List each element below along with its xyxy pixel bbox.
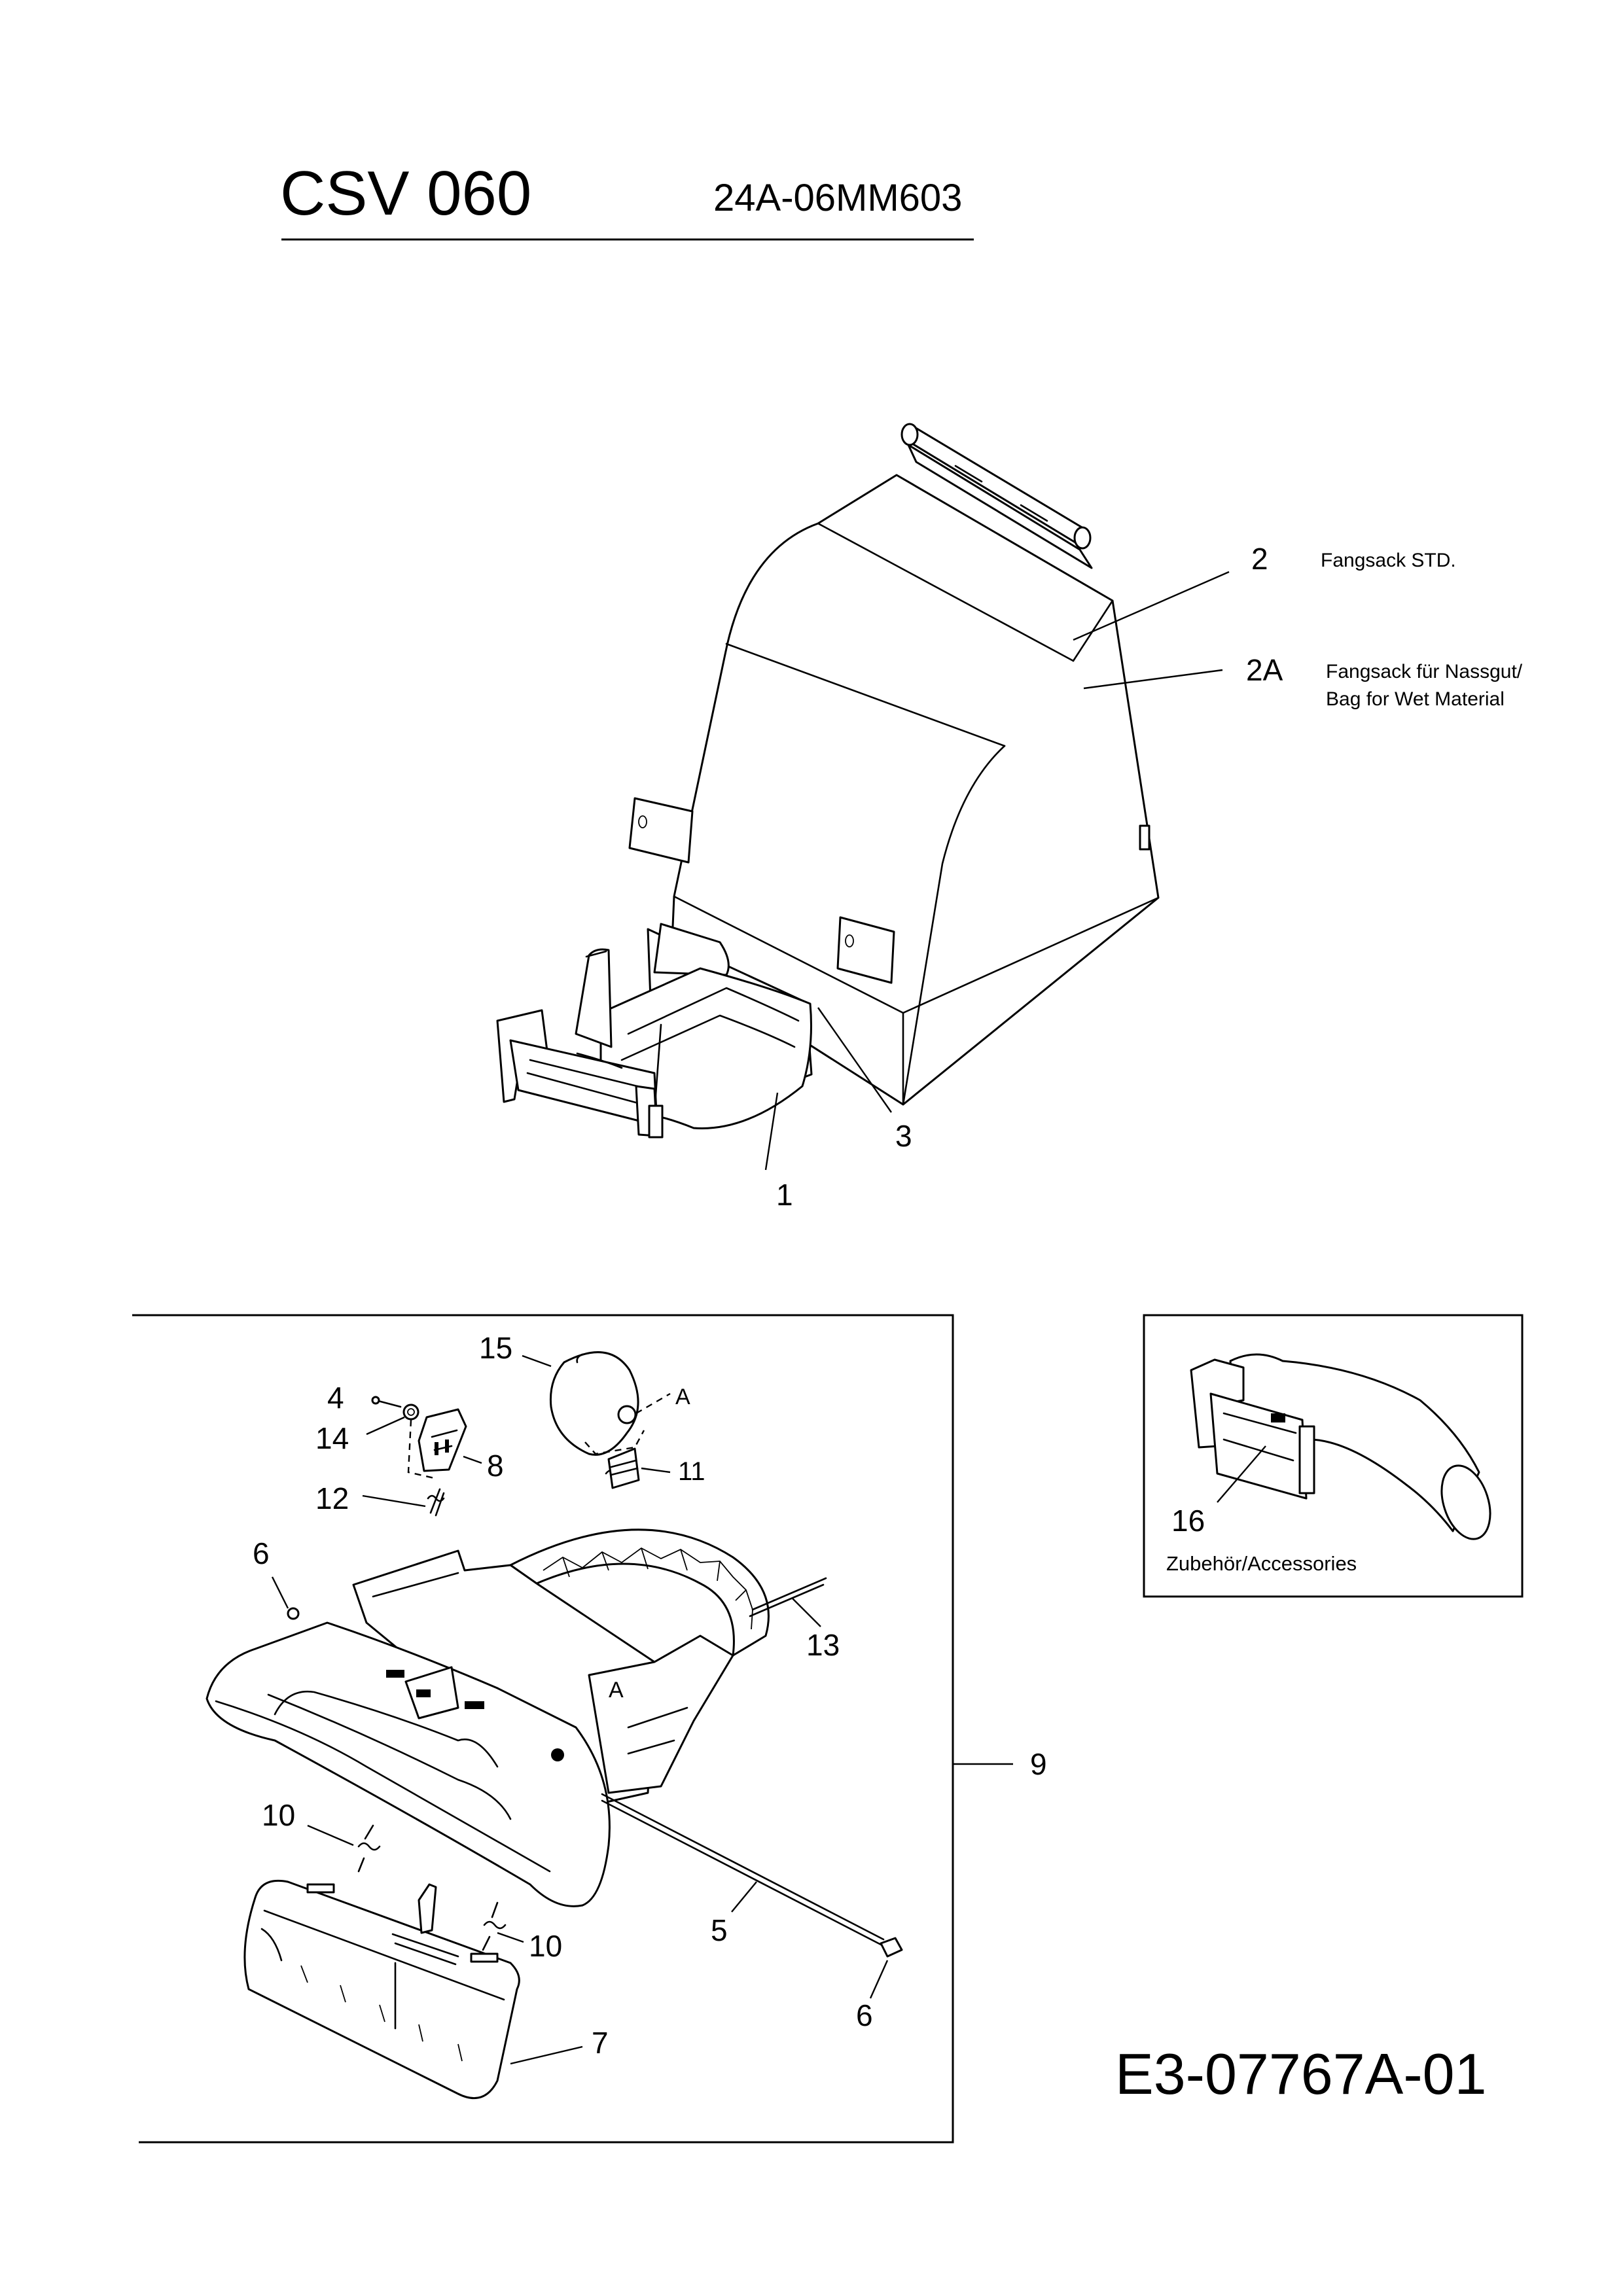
callout-6-lower: 6 — [856, 1998, 873, 2032]
callout-10-left: 10 — [262, 1798, 295, 1832]
latch-hardware-group: 4 14 8 12 — [315, 1381, 504, 1517]
bag-side-clip — [1139, 824, 1150, 851]
callout-15: 15 — [479, 1331, 512, 1365]
header: CSV 060 24A-06MM603 — [280, 158, 974, 241]
callout-16: 16 — [1171, 1504, 1205, 1538]
callout-9: 9 — [1030, 1747, 1047, 1781]
bag-frame-collar — [496, 923, 813, 1139]
part-6-screw-upper — [287, 1607, 300, 1620]
bag-seam-top — [817, 522, 1075, 662]
part-5-rod: 5 6 — [601, 1793, 903, 2032]
callout-2: 2 — [1251, 542, 1268, 576]
bag-side-tab-front — [836, 916, 895, 984]
upper-callouts: 1 3 2 Fangsack STD. 2A Fangsack für Nass… — [764, 542, 1523, 1212]
bag-seam-middle — [725, 643, 1006, 747]
desc-bag-wet-de: Fangsack für Nassgut/ — [1326, 661, 1523, 682]
callout-6-upper: 6 — [253, 1536, 270, 1570]
callout-7: 7 — [592, 2026, 609, 2060]
part-6-nut-lower — [880, 1937, 903, 1958]
callout-10-right: 10 — [529, 1929, 562, 1963]
callout-2a: 2A — [1246, 653, 1283, 687]
drawing-number: E3-07767A-01 — [1115, 2041, 1487, 2106]
part-8-latch — [418, 1408, 467, 1472]
part-10-springs: 10 10 — [262, 1798, 562, 1963]
callout-14: 14 — [315, 1421, 349, 1455]
desc-bag-wet-en: Bag for Wet Material — [1326, 688, 1505, 710]
accessories-label: Zubehör/Accessories — [1166, 1552, 1357, 1575]
callout-3: 3 — [895, 1119, 912, 1153]
desc-bag-std: Fangsack STD. — [1321, 550, 1456, 571]
ref-A-lower: A — [609, 1678, 624, 1703]
bag-seam-bottom — [673, 895, 904, 1014]
part-11-spring: 11 — [584, 1430, 705, 1489]
part-14-washer — [402, 1404, 419, 1421]
callout-1: 1 — [776, 1178, 793, 1212]
bag-top-rail — [901, 423, 1093, 569]
accessories-box: 16 Zubehör/Accessories — [1143, 1314, 1524, 1598]
bag-front-curve — [902, 745, 1006, 1106]
part-10-spring-left — [357, 1824, 381, 1873]
leader-2a — [1083, 669, 1223, 690]
ref-A-upper: A — [675, 1385, 690, 1409]
part-7-flap: 7 — [243, 1879, 609, 2100]
model-code: 24A-06MM603 — [713, 177, 962, 219]
part-16-chute-adapter — [1190, 1353, 1491, 1540]
callout-8: 8 — [487, 1449, 504, 1483]
callout-12: 12 — [315, 1481, 349, 1515]
callout-13: 13 — [806, 1628, 840, 1662]
part-4-bolt — [374, 1399, 402, 1408]
callout-5: 5 — [711, 1913, 728, 1947]
callout-11: 11 — [678, 1457, 705, 1486]
part-15-cover: 15 A — [479, 1331, 690, 1456]
model-title: CSV 060 — [280, 158, 531, 228]
bag-side-tab-left — [628, 797, 694, 864]
accessories-frame — [1143, 1314, 1524, 1598]
grass-chute-body: 13 A 6 — [205, 1528, 840, 1907]
grass-bag-body — [670, 474, 1160, 1106]
grass-bag-assembly: 1 3 2 Fangsack STD. 2A Fangsack für Nass… — [496, 423, 1523, 1212]
leader-16 — [1217, 1445, 1266, 1503]
leader-1 — [764, 1092, 779, 1171]
leader-3 — [817, 1007, 892, 1113]
axis-line-A-upper — [635, 1392, 671, 1415]
part-10-spring-right — [482, 1901, 507, 1951]
leader-2 — [1073, 571, 1230, 641]
grass-chute-frame-box: 9 — [132, 1314, 1047, 2144]
callout-4: 4 — [327, 1381, 344, 1415]
